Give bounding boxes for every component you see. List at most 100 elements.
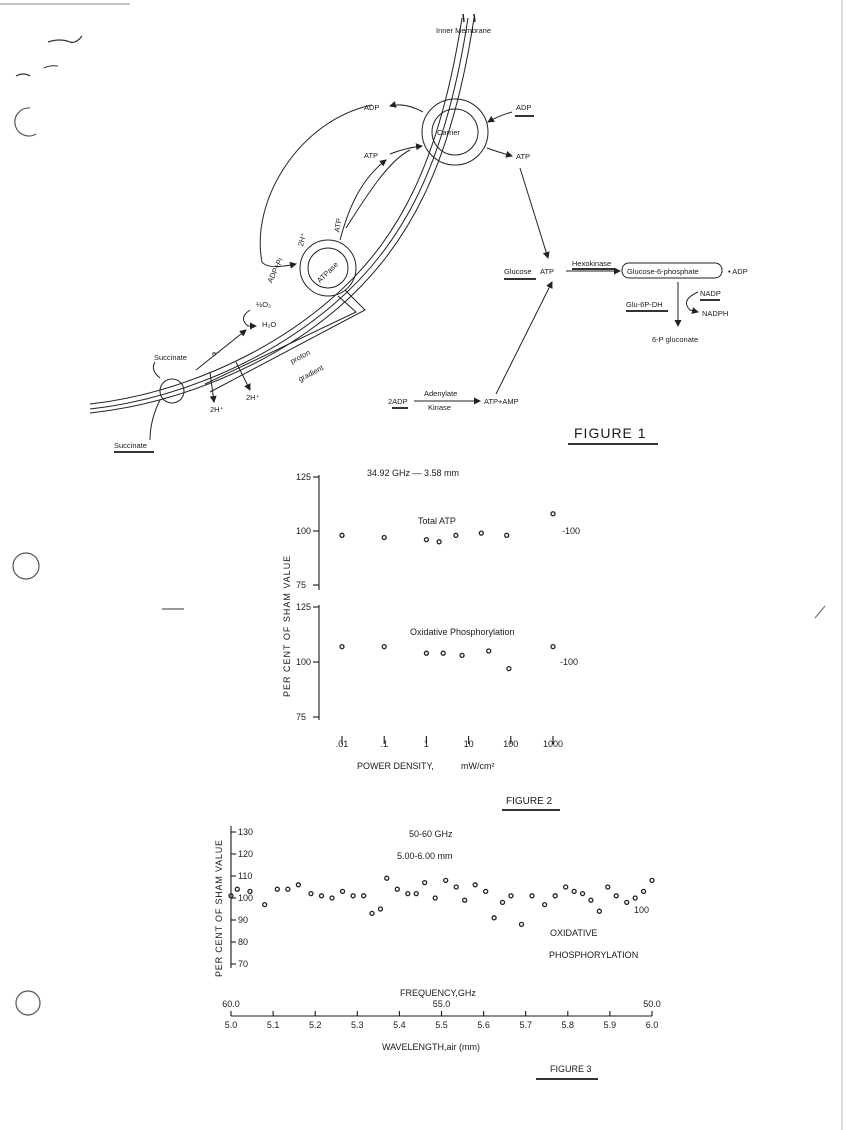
gradient-label: gradient: [297, 363, 326, 384]
figure-3-caption: FIGURE 3: [550, 1064, 592, 1074]
data-point: [308, 890, 314, 897]
data-point: [413, 890, 419, 897]
fig3-y-axis-title: PER CENT OF SHAM VALUE: [214, 839, 224, 977]
data-point: [453, 532, 459, 538]
data-point: [285, 886, 291, 892]
data-point: [649, 877, 655, 884]
figure-1-diagram: Inner Membrane Carrier ADP ADP ATP ATP A…: [89, 13, 748, 453]
succinate-dehydrogenase-circle: [159, 378, 185, 404]
x-tick-label: 5.9: [604, 1020, 617, 1030]
atp-right-label: ATP: [516, 152, 530, 161]
atp-vertical-label: ATP: [332, 218, 343, 233]
fig2-header: 34.92 GHz — 3.58 mm: [367, 468, 459, 478]
data-point: [405, 890, 411, 897]
data-point: [381, 643, 387, 650]
g6pdh-label: Glu-6P-DH: [626, 300, 663, 309]
data-point: [491, 915, 497, 921]
atp-left-label: ATP: [364, 151, 378, 160]
fig3-header-line2: 5.00-6.00 mm: [397, 851, 453, 861]
data-point: [295, 882, 302, 888]
adp-pi-label: ADP+Pi: [265, 256, 284, 284]
succinate-bottom-label: Succinate: [114, 441, 147, 450]
data-point: [504, 532, 510, 538]
data-point: [483, 888, 489, 895]
fig2-y-axis-title: PER CENT OF SHAM VALUE: [282, 555, 292, 697]
x-tick-label: 5.6: [477, 1020, 490, 1030]
x-tick-label: 5.1: [267, 1020, 280, 1030]
data-point: [423, 650, 430, 656]
data-point: [262, 901, 268, 908]
data-point: [613, 893, 619, 899]
succinate-top-label: Succinate: [154, 353, 187, 362]
atpase-label: ATPase: [315, 260, 340, 285]
data-point: [274, 886, 280, 892]
frequency-tick-label: 50.0: [643, 999, 661, 1009]
atpase-inner-circle: [307, 247, 349, 289]
x-tick-label: 5.5: [435, 1020, 448, 1030]
data-point: [318, 893, 325, 899]
inner-membrane: [89, 13, 476, 414]
data-point: [339, 888, 346, 895]
hexokinase-label: Hexokinase: [572, 259, 611, 268]
data-point: [518, 921, 525, 928]
atpase-circle: [299, 239, 357, 297]
data-point: [579, 890, 586, 897]
adp-product-label: • ADP: [728, 267, 748, 276]
data-point: [436, 539, 442, 545]
y-tick-label: 70: [238, 959, 248, 969]
figure-2-caption: FIGURE 2: [506, 796, 553, 807]
data-point: [459, 652, 465, 659]
x-tick-label: 5.3: [351, 1020, 364, 1030]
data-point: [384, 875, 390, 881]
data-point: [329, 895, 335, 901]
fig3-wavelength-title: WAVELENGTH,air (mm): [382, 1042, 480, 1052]
fig3-points: [228, 875, 655, 928]
fig2-bottom-reference-label: -100: [560, 657, 578, 667]
x-tick-label: 1: [424, 739, 429, 749]
y-tick-label: 100: [296, 657, 311, 667]
x-tick-label: .01: [336, 739, 349, 749]
data-point: [541, 901, 548, 908]
carrier-circle: [421, 98, 489, 166]
two-adp-label: 2ADP: [388, 397, 408, 406]
y-tick-label: 130: [238, 827, 253, 837]
kinase-label: Kinase: [428, 403, 451, 412]
data-point: [550, 511, 556, 517]
data-point: [339, 643, 345, 650]
data-point: [596, 908, 603, 914]
data-point: [381, 534, 387, 541]
nadp-label: NADP: [700, 289, 721, 298]
adenylate-label: Adenylate: [424, 389, 457, 398]
frequency-tick-label: 60.0: [222, 999, 240, 1009]
fig3-header-line1: 50-60 GHz: [409, 829, 453, 839]
data-point: [550, 643, 556, 650]
y-tick-label: 75: [296, 580, 306, 590]
data-point: [472, 882, 478, 888]
y-tick-label: 125: [296, 602, 311, 612]
figure-3-chart: PER CENT OF SHAM VALUE 13012011010090807…: [214, 826, 661, 1080]
punch-hole: [12, 552, 40, 580]
data-point: [640, 888, 647, 895]
frequency-tick-label: 55.0: [433, 999, 451, 1009]
carrier-label: Carrier: [437, 128, 460, 137]
glucose6p-label: Glucose-6-phosphate: [627, 267, 699, 276]
fig2-bottom-points: [339, 643, 556, 672]
data-point: [453, 884, 459, 890]
fig2-bottom-panel-label: Oxidative Phosphorylation: [410, 627, 515, 637]
data-point: [234, 886, 240, 892]
punch-hole: [14, 107, 37, 137]
data-point: [247, 888, 253, 895]
data-point: [499, 899, 506, 906]
inner-membrane-label: Inner Membrane: [436, 26, 491, 35]
data-point: [563, 884, 569, 890]
y-tick-label: 110: [238, 871, 252, 881]
x-tick-label: 5.0: [225, 1020, 238, 1030]
x-tick-label: 1000: [543, 739, 563, 749]
fig2-top-reference-label: -100: [562, 526, 580, 536]
data-point: [394, 886, 400, 892]
